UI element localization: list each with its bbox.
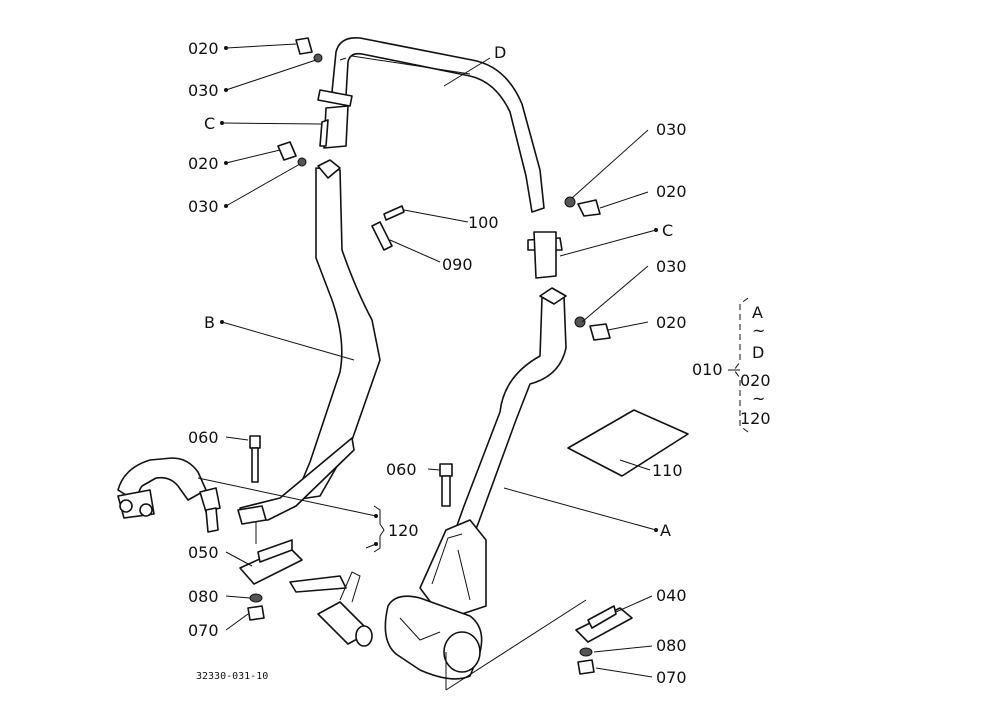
range-to: D <box>752 343 764 362</box>
label-020: 020 <box>656 182 687 201</box>
manual-110 <box>567 409 689 477</box>
bolt-020-right-top <box>564 196 601 217</box>
label-060: 060 <box>386 460 417 479</box>
label-020: 020 <box>656 313 687 332</box>
frame-d <box>331 36 545 213</box>
label-060: 060 <box>188 428 219 447</box>
plate-040 <box>575 605 633 643</box>
gearbox <box>384 595 483 690</box>
range-note: A ~ D 020 ~ 120 <box>740 303 771 428</box>
clip-090 <box>371 205 405 251</box>
label-120: 120 <box>388 521 419 540</box>
bracket-c-lower <box>527 231 563 279</box>
label-070: 070 <box>656 668 687 687</box>
label-020: 020 <box>188 39 219 58</box>
label-080: 080 <box>656 636 687 655</box>
label-030: 030 <box>188 197 219 216</box>
washer-080-left <box>249 593 263 603</box>
bolt-020-top <box>295 37 323 63</box>
label-100: 100 <box>468 213 499 232</box>
label-090: 090 <box>442 255 473 274</box>
bolt-020-right-bottom <box>574 316 611 341</box>
label-040: 040 <box>656 586 687 605</box>
seat-belt <box>117 457 221 533</box>
bolt-060-right <box>439 463 453 507</box>
bolt-020-mid <box>277 141 307 167</box>
washer-080-right <box>579 647 593 657</box>
label-030: 030 <box>656 120 687 139</box>
range-sep2: ~ <box>752 389 765 408</box>
label-080: 080 <box>188 587 219 606</box>
nut-070-left <box>247 605 265 621</box>
label-a: A <box>660 521 671 540</box>
part-labels: 020 030 C 020 030 D 100 090 B 030 020 C … <box>188 39 723 687</box>
leader-lines <box>197 43 740 691</box>
label-030: 030 <box>656 257 687 276</box>
label-d: D <box>494 43 506 62</box>
nut-070-right <box>577 659 595 675</box>
label-020: 020 <box>188 154 219 173</box>
plate-050 <box>239 539 303 585</box>
label-b: B <box>204 313 215 332</box>
range-to2: 120 <box>740 409 771 428</box>
bolt-060-left <box>249 435 261 483</box>
post-a <box>419 287 567 621</box>
anchor-120 <box>289 571 373 647</box>
range-from: A <box>752 303 763 322</box>
figure-code: 32330-031-10 <box>196 671 268 682</box>
bracket-120 <box>373 505 385 553</box>
range-from2: 020 <box>740 371 771 390</box>
bracket-c-upper <box>317 89 353 149</box>
bracket-010 <box>733 297 749 433</box>
label-c: C <box>204 114 215 133</box>
label-050: 050 <box>188 543 219 562</box>
label-c: C <box>662 221 673 240</box>
label-010: 010 <box>692 360 723 379</box>
range-sep: ~ <box>752 321 765 340</box>
post-b <box>237 159 381 525</box>
label-110: 110 <box>652 461 683 480</box>
label-030: 030 <box>188 81 219 100</box>
label-070: 070 <box>188 621 219 640</box>
